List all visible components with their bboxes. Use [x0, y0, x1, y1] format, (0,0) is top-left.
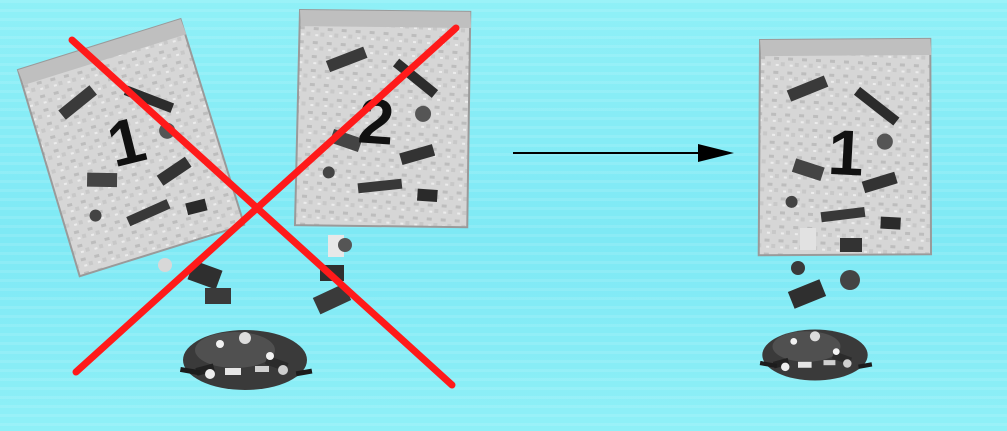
wrong-example: 1 2 — [16, 0, 483, 390]
brick-pile-left — [180, 330, 312, 390]
right-example: 1 — [749, 30, 943, 380]
bag-1-right: 1 — [749, 30, 943, 264]
brick-pile-right — [760, 330, 873, 381]
right-arrow-icon — [513, 144, 734, 162]
bag-1-left: 1 — [16, 16, 247, 278]
bag-number-label: 1 — [826, 116, 865, 190]
